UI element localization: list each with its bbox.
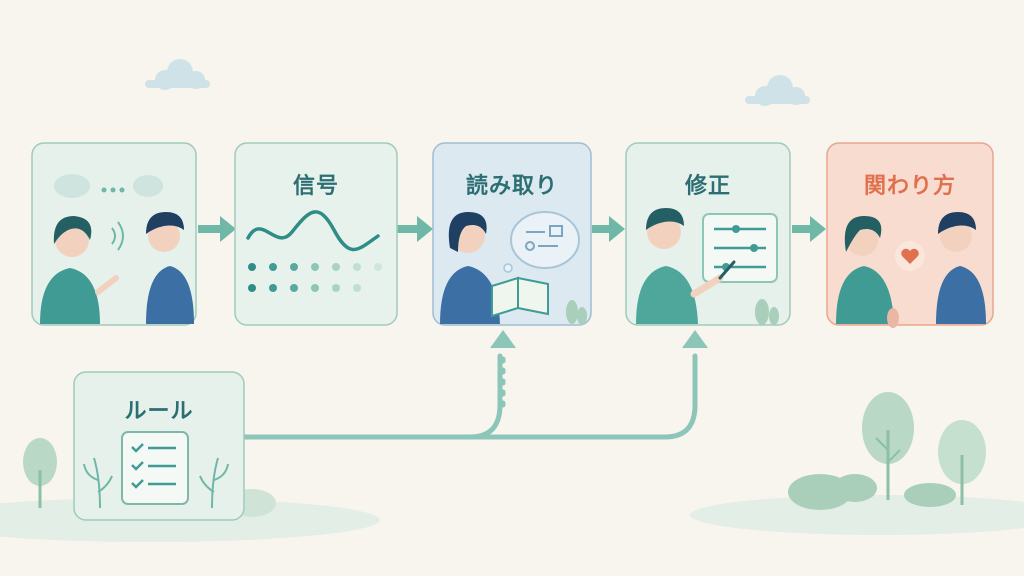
flow-arrow — [792, 216, 826, 242]
node-signal-label: 信号 — [292, 174, 339, 199]
tree-icon — [23, 438, 57, 508]
arrow-head — [490, 330, 516, 348]
cloud-icon — [745, 75, 810, 106]
wave-icon — [246, 210, 380, 252]
node-signal — [234, 142, 398, 326]
arrow-head — [682, 330, 708, 348]
person-woman — [836, 216, 894, 324]
tree-icon — [862, 392, 914, 500]
person-editor — [636, 208, 724, 324]
flow-arrow — [198, 216, 236, 242]
plant-icon — [83, 457, 229, 509]
cloud-icon — [145, 59, 210, 90]
flow-arrow — [592, 216, 625, 242]
person-man — [146, 212, 194, 324]
book-icon — [491, 276, 549, 318]
plant-icon — [887, 308, 899, 328]
node-conversation — [31, 142, 197, 326]
plant-icon — [788, 474, 956, 510]
plant-icon — [755, 299, 779, 325]
sliders-icon — [702, 213, 778, 283]
node-relationship-label: 関わり方 — [863, 174, 956, 199]
person-man — [936, 212, 986, 324]
tree-icon — [938, 420, 986, 505]
dots-icon — [248, 263, 382, 292]
node-reading-label: 読み取り — [465, 174, 558, 199]
pen-icon — [718, 260, 736, 280]
speech-bubbles-icon — [133, 175, 163, 197]
person-woman — [40, 216, 119, 324]
speech-bubbles-icon — [54, 174, 90, 198]
flow-arrow — [397, 216, 433, 242]
node-reading — [432, 142, 592, 326]
heart-icon — [895, 241, 925, 271]
thought-bubble-icon — [503, 211, 580, 273]
dots-icon — [101, 187, 125, 193]
person-reader — [440, 212, 500, 324]
node-rules — [73, 371, 245, 521]
node-correction — [625, 142, 791, 326]
rules-connector — [241, 353, 503, 440]
node-rules-label: ルール — [124, 399, 194, 424]
node-relationship — [826, 142, 994, 328]
sound-waves-icon — [111, 221, 124, 251]
checklist-icon — [121, 431, 189, 505]
plant-icon — [566, 300, 587, 325]
node-correction-label: 修正 — [684, 174, 731, 199]
